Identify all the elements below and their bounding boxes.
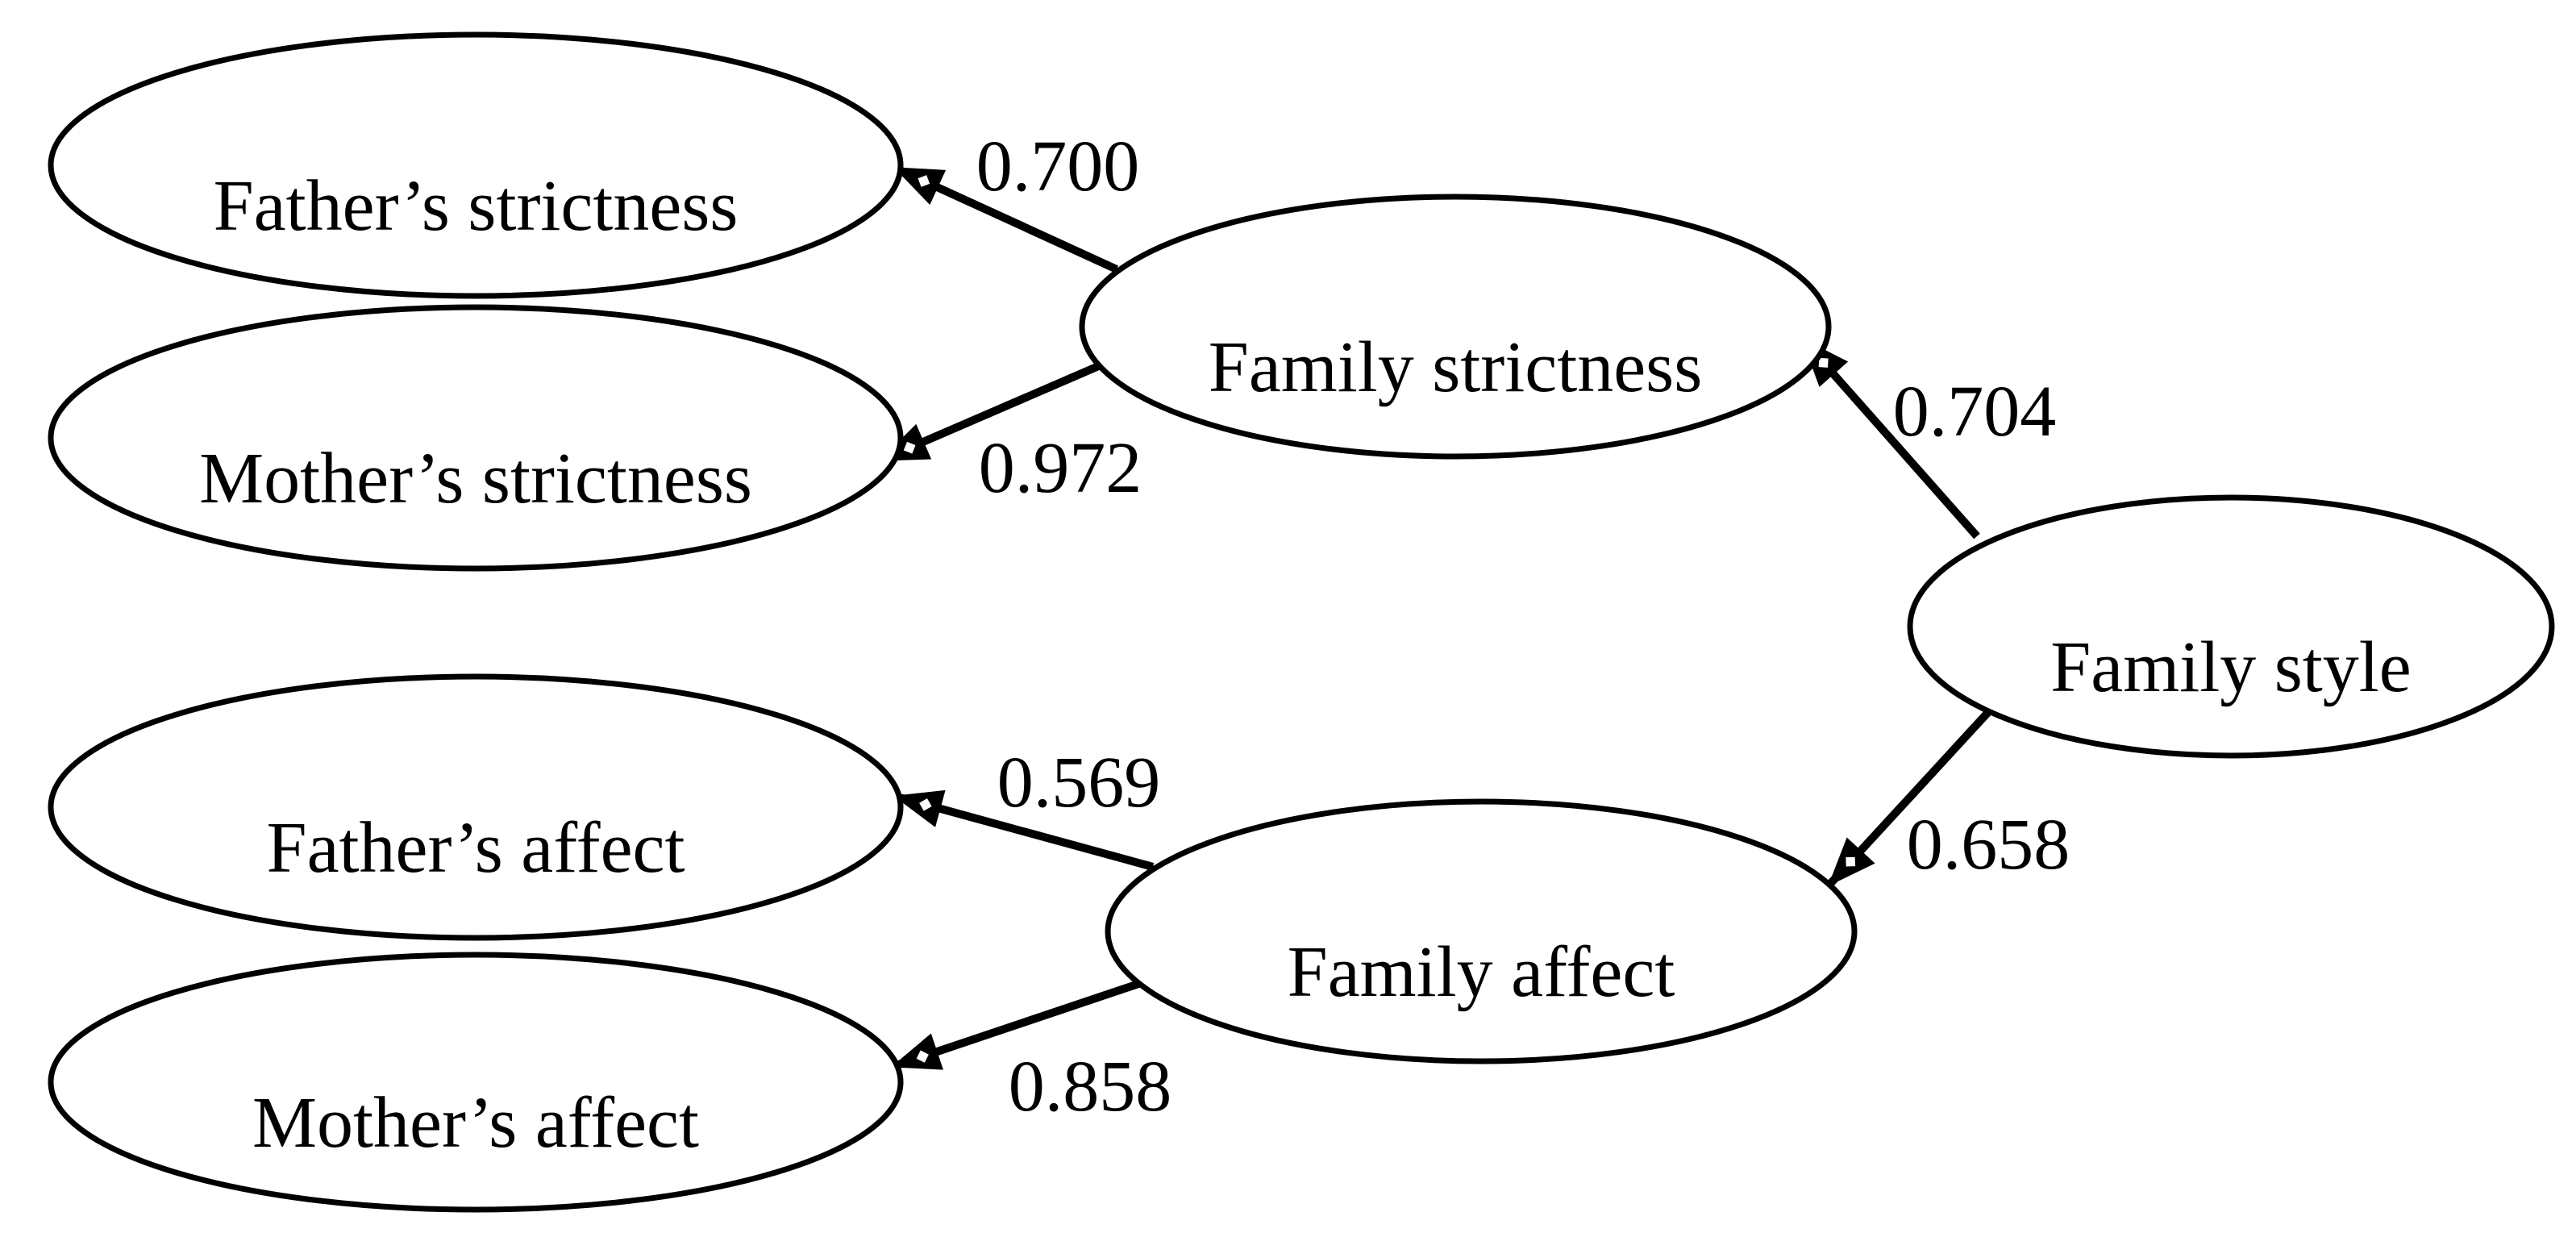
edge-weight-family-style-to-family-affect: 0.658 bbox=[1907, 805, 2070, 885]
node-family-style: Family style bbox=[1907, 494, 2555, 759]
edge-family-affect-to-father-affect: 0.569 bbox=[893, 743, 1161, 871]
node-ellipse-mother-strictness bbox=[48, 304, 904, 572]
node-label-mother-strictness: Mother’s strictness bbox=[199, 439, 752, 519]
node-ellipse-family-style bbox=[1907, 494, 2555, 759]
node-ellipse-family-strictness bbox=[1079, 194, 1832, 460]
edge-arrow-family-strictness-to-father-strictness bbox=[893, 165, 1119, 273]
edge-arrow-family-style-to-family-affect bbox=[1827, 708, 1992, 887]
node-mother-affect: Mother’s affect bbox=[48, 952, 904, 1213]
edge-weight-family-style-to-family-strictness: 0.704 bbox=[1893, 372, 2057, 452]
edge-family-strictness-to-father-strictness: 0.700 bbox=[893, 127, 1140, 273]
node-label-father-affect: Father’s affect bbox=[267, 808, 685, 888]
edge-weight-family-affect-to-mother-affect: 0.858 bbox=[1009, 1047, 1172, 1127]
node-label-family-strictness: Family strictness bbox=[1209, 327, 1702, 407]
node-mother-strictness: Mother’s strictness bbox=[48, 304, 904, 572]
node-father-affect: Father’s affect bbox=[48, 673, 904, 941]
edge-family-style-to-family-affect: 0.658 bbox=[1827, 708, 2070, 887]
node-ellipse-mother-affect bbox=[48, 952, 904, 1213]
edge-family-style-to-family-strictness: 0.704 bbox=[1800, 337, 2057, 539]
edge-arrow-family-affect-to-mother-affect bbox=[891, 976, 1152, 1070]
node-label-family-affect: Family affect bbox=[1288, 932, 1675, 1012]
edge-family-strictness-to-mother-strictness: 0.972 bbox=[879, 360, 1142, 508]
edge-arrow-family-style-to-family-strictness bbox=[1800, 337, 1980, 539]
node-father-strictness: Father’s strictness bbox=[48, 31, 904, 299]
node-ellipse-father-strictness bbox=[48, 31, 904, 299]
node-label-mother-affect: Mother’s affect bbox=[252, 1083, 699, 1163]
edge-weight-family-strictness-to-father-strictness: 0.700 bbox=[976, 127, 1140, 206]
node-label-father-strictness: Father’s strictness bbox=[214, 166, 739, 246]
edge-arrow-family-strictness-to-mother-strictness bbox=[879, 360, 1104, 464]
edge-weight-family-strictness-to-mother-strictness: 0.972 bbox=[979, 428, 1142, 508]
node-ellipse-father-affect bbox=[48, 673, 904, 941]
edge-arrow-family-affect-to-father-affect bbox=[893, 789, 1155, 871]
node-family-strictness: Family strictness bbox=[1079, 194, 1832, 460]
node-label-family-style: Family style bbox=[2050, 627, 2412, 707]
node-family-affect: Family affect bbox=[1105, 798, 1858, 1064]
node-ellipse-family-affect bbox=[1105, 798, 1858, 1064]
edge-family-affect-to-mother-affect: 0.858 bbox=[891, 976, 1172, 1127]
edge-weight-family-affect-to-father-affect: 0.569 bbox=[997, 743, 1161, 823]
